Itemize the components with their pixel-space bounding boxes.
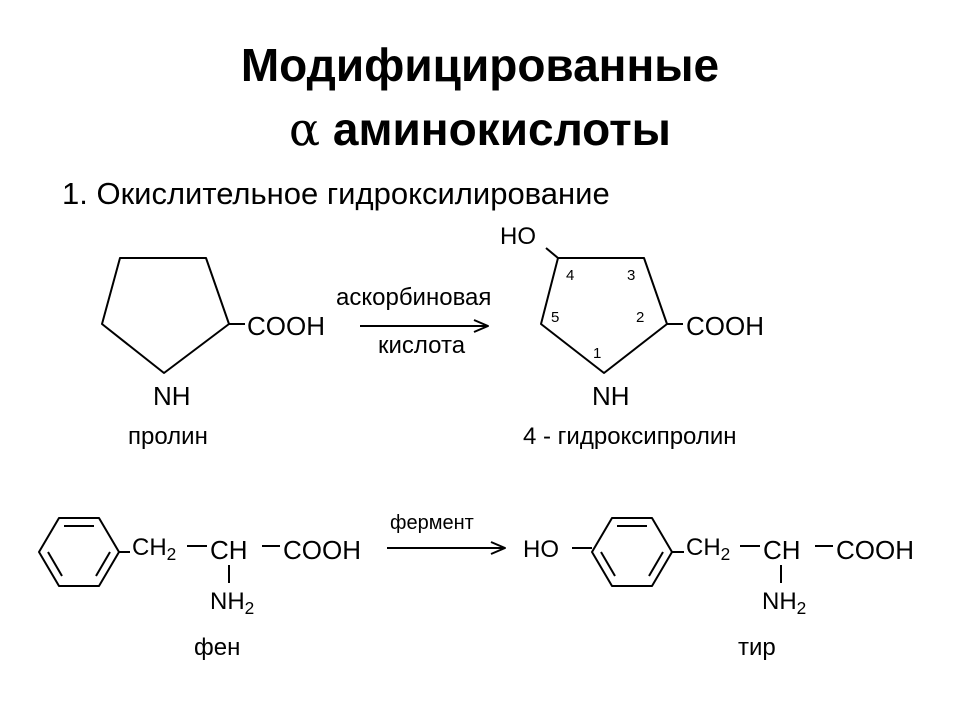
tyr-ch2-label: CH2 — [686, 534, 731, 565]
phe-ch2-label: CH2 — [132, 534, 177, 565]
title-text-2: аминокислоты — [332, 103, 671, 155]
hydroxyproline-ho-bond — [545, 247, 559, 259]
title-line1: Модифицированные — [0, 42, 960, 88]
hydroxyproline-nh-label: NH — [592, 381, 630, 411]
hydroxyproline-ring — [540, 257, 668, 374]
tyr-cooh-label: COOH — [836, 535, 914, 565]
hydroxyproline-cooh-label: COOH — [686, 311, 764, 341]
ring-number-1: 1 — [593, 345, 602, 362]
benzene-ring-phe — [38, 517, 120, 587]
title-line2: α аминокислоты — [0, 106, 960, 152]
proline-nh-label: NH — [153, 381, 191, 411]
title-text-1: Модифицированные — [240, 39, 720, 91]
phe-nh2-label: NH2 — [210, 588, 255, 619]
ring-number-3: 3 — [627, 267, 636, 284]
arrow-1-bottom-label: кислота — [378, 332, 466, 359]
arrow-1-top-label: аскорбиновая — [336, 284, 492, 311]
hydroxyproline-name: 4 - гидроксипролин — [523, 423, 737, 450]
tyr-ho-label: HO — [523, 536, 559, 563]
phe-cooh-label: COOH — [283, 535, 361, 565]
phe-ch-label: CH — [210, 535, 248, 565]
ring-number-4: 4 — [566, 267, 575, 284]
alpha-symbol: α — [289, 102, 321, 156]
tyr-name: тир — [738, 634, 776, 661]
proline-cooh-label: COOH — [247, 311, 325, 341]
ring-number-5: 5 — [551, 309, 560, 326]
arrow-1-head — [473, 319, 489, 333]
subtitle: 1. Окислительное гидроксилирование — [62, 176, 610, 211]
hydroxyproline-ho-label: HO — [500, 223, 536, 250]
proline-name: пролин — [128, 423, 208, 450]
tyr-ch-label: CH — [763, 535, 801, 565]
benzene-ring-tyr — [591, 517, 673, 587]
phe-name: фен — [194, 634, 241, 661]
arrow-2-top-label: фермент — [390, 512, 474, 534]
proline-ring — [101, 257, 230, 374]
arrow-2-head — [490, 541, 506, 555]
ring-number-2: 2 — [636, 309, 645, 326]
tyr-nh2-label: NH2 — [762, 588, 807, 619]
